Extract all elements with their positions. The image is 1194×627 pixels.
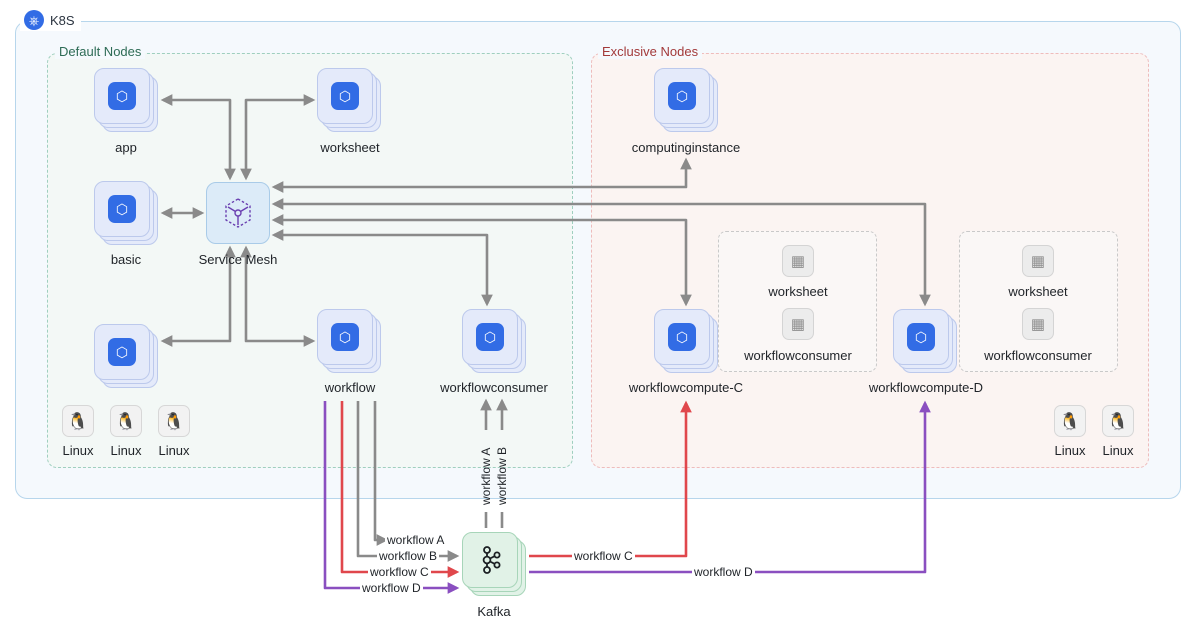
exclusive-nodes-title: Exclusive Nodes [598, 44, 703, 59]
linux-label: Linux [1054, 443, 1086, 458]
workflow-node[interactable]: ⬡ [317, 309, 383, 375]
kubernetes-pod-icon: ⬡ [668, 323, 696, 351]
edge-mesh-workflowconsumer [271, 229, 493, 307]
edge-label-workflow-c: workflow C [368, 565, 431, 579]
edge-label-kafka-consumer-a: workflow A [479, 447, 493, 505]
app-label: app [115, 140, 137, 155]
deployment-icon: ▦ [782, 308, 814, 340]
edge-mesh-compute-c [271, 214, 692, 307]
linux-penguin-icon: 🐧 [62, 405, 94, 437]
workflowcompute-c-label: workflowcompute-C [628, 380, 744, 395]
service-mesh-node[interactable] [206, 182, 270, 244]
linux-label: Linux [62, 443, 94, 458]
kafka-label: Kafka [477, 604, 511, 619]
kubernetes-pod-icon: ⬡ [907, 323, 935, 351]
edge-kafka-compute-d [529, 400, 931, 574]
workflowcompute-c-node[interactable]: ⬡ [654, 309, 720, 375]
edge-label-kafka-compute-c: workflow C [572, 549, 635, 563]
kubernetes-pod-icon: ⬡ [108, 338, 136, 366]
sub-d-workflowconsumer-label: workflowconsumer [984, 348, 1092, 363]
linux-penguin-icon: 🐧 [1102, 405, 1134, 437]
linux-penguin-icon: 🐧 [1054, 405, 1086, 437]
app-node[interactable]: ⬡ [94, 68, 160, 134]
sub-c-worksheet-label: worksheet [768, 284, 828, 299]
edge-label-kafka-consumer-b: workflow B [495, 446, 509, 505]
unnamed-pod-node[interactable]: ⬡ [94, 324, 160, 390]
worksheet-node[interactable]: ⬡ [317, 68, 383, 134]
service-mesh-label: Service Mesh [198, 252, 278, 267]
edge-worksheet-mesh [240, 94, 316, 181]
computinginstance-label: computinginstance [631, 140, 741, 155]
basic-label: basic [110, 252, 142, 267]
cluster-title-text: K8S [50, 12, 75, 28]
workflowconsumer-label: workflowconsumer [440, 380, 548, 395]
sub-c-workflowconsumer-label: workflowconsumer [744, 348, 852, 363]
linux-penguin-icon: 🐧 [110, 405, 142, 437]
edge-mesh-compute-d [271, 198, 931, 307]
linux-penguin-icon: 🐧 [158, 405, 190, 437]
deployment-icon: ▦ [1022, 245, 1054, 277]
edge-label-kafka-compute-d: workflow D [692, 565, 755, 579]
sub-d-worksheet-label: worksheet [1008, 284, 1068, 299]
kubernetes-pod-icon: ⬡ [331, 323, 359, 351]
workflowconsumer-node[interactable]: ⬡ [462, 309, 528, 375]
edge-label-workflow-a: workflow A [385, 533, 447, 547]
edge-label-workflow-d: workflow D [360, 581, 423, 595]
workflowcompute-d-label: workflowcompute-D [868, 380, 984, 395]
edge-kafka-compute-c [529, 400, 692, 558]
kafka-node[interactable] [462, 532, 528, 598]
computinginstance-node[interactable]: ⬡ [654, 68, 720, 134]
kubernetes-pod-icon: ⬡ [476, 323, 504, 351]
kubernetes-wheel-icon: ⎈ [24, 10, 44, 30]
linux-label: Linux [1102, 443, 1134, 458]
basic-node[interactable]: ⬡ [94, 181, 160, 247]
edge-pod-mesh [160, 245, 236, 347]
deployment-icon: ▦ [1022, 308, 1054, 340]
service-mesh-icon [225, 198, 251, 228]
deployment-icon: ▦ [782, 245, 814, 277]
kubernetes-pod-icon: ⬡ [668, 82, 696, 110]
kubernetes-pod-icon: ⬡ [108, 195, 136, 223]
edge-app-mesh [160, 94, 236, 181]
edge-label-workflow-b: workflow B [377, 549, 440, 563]
linux-label: Linux [110, 443, 142, 458]
workflowcompute-d-node[interactable]: ⬡ [893, 309, 959, 375]
edge-workflow-kafka-a [373, 401, 389, 546]
default-nodes-title: Default Nodes [55, 44, 146, 59]
linux-label: Linux [158, 443, 190, 458]
worksheet-label: worksheet [320, 140, 380, 155]
kafka-icon [482, 546, 501, 574]
edge-workflow-mesh [240, 245, 316, 347]
kubernetes-pod-icon: ⬡ [331, 82, 359, 110]
kubernetes-pod-icon: ⬡ [108, 82, 136, 110]
k8s-cluster-title: ⎈ K8S [20, 9, 81, 31]
edge-mesh-computinginstance [271, 157, 692, 193]
workflow-label: workflow [324, 380, 376, 395]
